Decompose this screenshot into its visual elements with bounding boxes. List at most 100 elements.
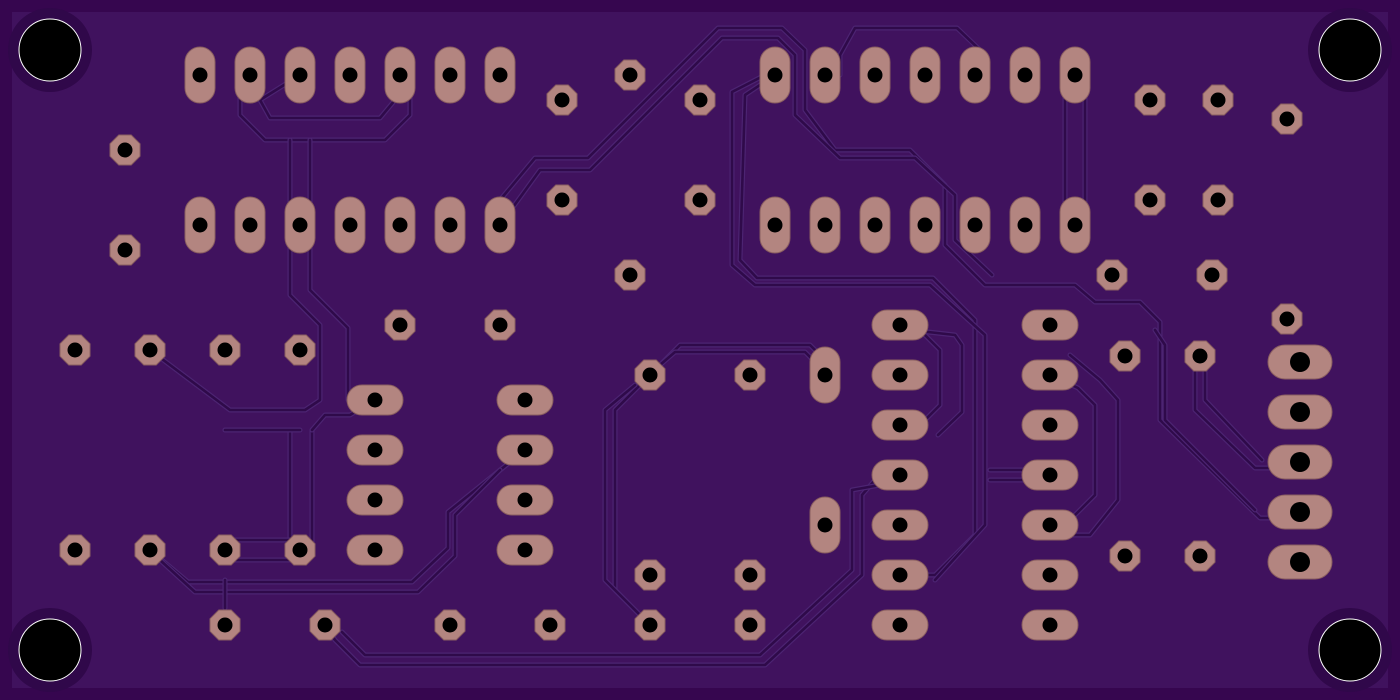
pad-drill [892, 567, 908, 583]
pad-drill [367, 542, 383, 558]
pad-drill [367, 442, 383, 458]
pad-drill [892, 617, 908, 633]
pad-drill [1279, 311, 1295, 327]
trace [1053, 353, 1120, 537]
pad-drill [1204, 267, 1220, 283]
pad-drill [742, 367, 758, 383]
pad-drill [392, 67, 408, 83]
pad-drill [767, 67, 783, 83]
pad-drill [367, 492, 383, 508]
pad-drill [1042, 517, 1058, 533]
trace [1203, 368, 1264, 462]
pad-drill [1210, 192, 1226, 208]
pad-drill [192, 67, 208, 83]
pad-drill [367, 392, 383, 408]
pad-drill [622, 67, 638, 83]
pad-drill [917, 217, 933, 233]
pad-drill [142, 542, 158, 558]
pad-drill [622, 267, 638, 283]
pad-drill [1279, 111, 1295, 127]
pad-drill [642, 617, 658, 633]
pad-drill [1042, 367, 1058, 383]
pad-drill [67, 542, 83, 558]
pad-drill [67, 342, 83, 358]
trace [158, 468, 502, 594]
pad-drill [1017, 217, 1033, 233]
pad-drill [342, 217, 358, 233]
pad-drill [242, 67, 258, 83]
pad-drill [967, 217, 983, 233]
pad-drill [554, 192, 570, 208]
pad-drill [1192, 548, 1208, 564]
pad-drill [967, 67, 983, 83]
pad-drill [392, 317, 408, 333]
trace [323, 473, 902, 667]
pad-drill [1067, 67, 1083, 83]
pad-drill [517, 442, 533, 458]
pad-drill [292, 67, 308, 83]
pad-drill [642, 567, 658, 583]
pad-drill [892, 317, 908, 333]
pad-drill [1290, 552, 1310, 572]
solder-pads [59, 46, 1333, 641]
pad-drill [1290, 402, 1310, 422]
pad-drill [892, 367, 908, 383]
pad-drill [1042, 617, 1058, 633]
pad-drill [442, 67, 458, 83]
pad-drill [554, 92, 570, 108]
pad-drill [192, 217, 208, 233]
trace [258, 73, 397, 120]
pad-drill [217, 342, 233, 358]
trace [498, 36, 994, 277]
pad-drill [892, 517, 908, 533]
pad-drill [517, 392, 533, 408]
pad-drill [1117, 348, 1133, 364]
pad-drill [742, 567, 758, 583]
pad-drill [1042, 467, 1058, 483]
pad-drill [492, 317, 508, 333]
pad-drill [117, 242, 133, 258]
pad-drill [692, 192, 708, 208]
pad-drill [292, 342, 308, 358]
mounting-hole [18, 18, 82, 82]
pad-drill [817, 217, 833, 233]
pad-drill [442, 217, 458, 233]
pad-drill [817, 67, 833, 83]
pad-drill [1192, 348, 1208, 364]
pad-drill [817, 517, 833, 533]
pad-drill [1210, 92, 1226, 108]
pad-drill [392, 217, 408, 233]
pad-drill [1290, 352, 1310, 372]
pad-drill [317, 617, 333, 633]
pad-drill [817, 367, 833, 383]
trace [148, 138, 322, 412]
pad-drill [1290, 502, 1310, 522]
trace [1153, 328, 1257, 512]
pad-drill [867, 217, 883, 233]
pad-drill [292, 542, 308, 558]
pad-drill [742, 617, 758, 633]
mounting-hole [18, 618, 82, 682]
pad-drill [1042, 317, 1058, 333]
pad-drill [1142, 192, 1158, 208]
pad-drill [1042, 567, 1058, 583]
pad-drill [517, 542, 533, 558]
pad-drill [517, 492, 533, 508]
pad-drill [767, 217, 783, 233]
pad-drill [142, 342, 158, 358]
pad-drill [1017, 67, 1033, 83]
pad-drill [1067, 217, 1083, 233]
trace [603, 383, 642, 617]
pad-drill [342, 67, 358, 83]
pad-drill [1117, 548, 1133, 564]
pad-drill [492, 67, 508, 83]
pad-drill [242, 217, 258, 233]
pad-drill [542, 617, 558, 633]
pad-drill [917, 67, 933, 83]
pad-drill [292, 217, 308, 233]
pad-drill [1104, 267, 1120, 283]
trace [340, 483, 882, 657]
pad-drill [1290, 452, 1310, 472]
pad-drill [892, 417, 908, 433]
